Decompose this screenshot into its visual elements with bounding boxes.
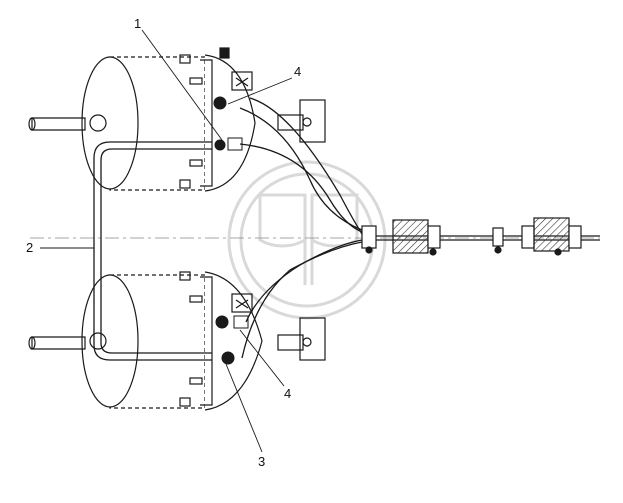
callout-4-upper: 4 xyxy=(294,64,301,79)
callout-4-lower: 4 xyxy=(284,386,291,401)
leader-lines xyxy=(40,29,293,453)
connecting-tube xyxy=(93,141,212,361)
leader-line-4b xyxy=(239,329,285,387)
leader-line-1 xyxy=(141,29,223,141)
hose-fittings xyxy=(213,96,249,365)
callout-2: 2 xyxy=(26,240,33,255)
leader-line-4a xyxy=(227,77,293,105)
upper-brake-chamber xyxy=(28,47,326,192)
callout-1: 1 xyxy=(134,16,141,31)
callout-3: 3 xyxy=(258,454,265,469)
leader-line-3 xyxy=(225,363,263,453)
harness-connectors xyxy=(361,217,582,256)
lower-brake-chamber xyxy=(28,271,326,411)
